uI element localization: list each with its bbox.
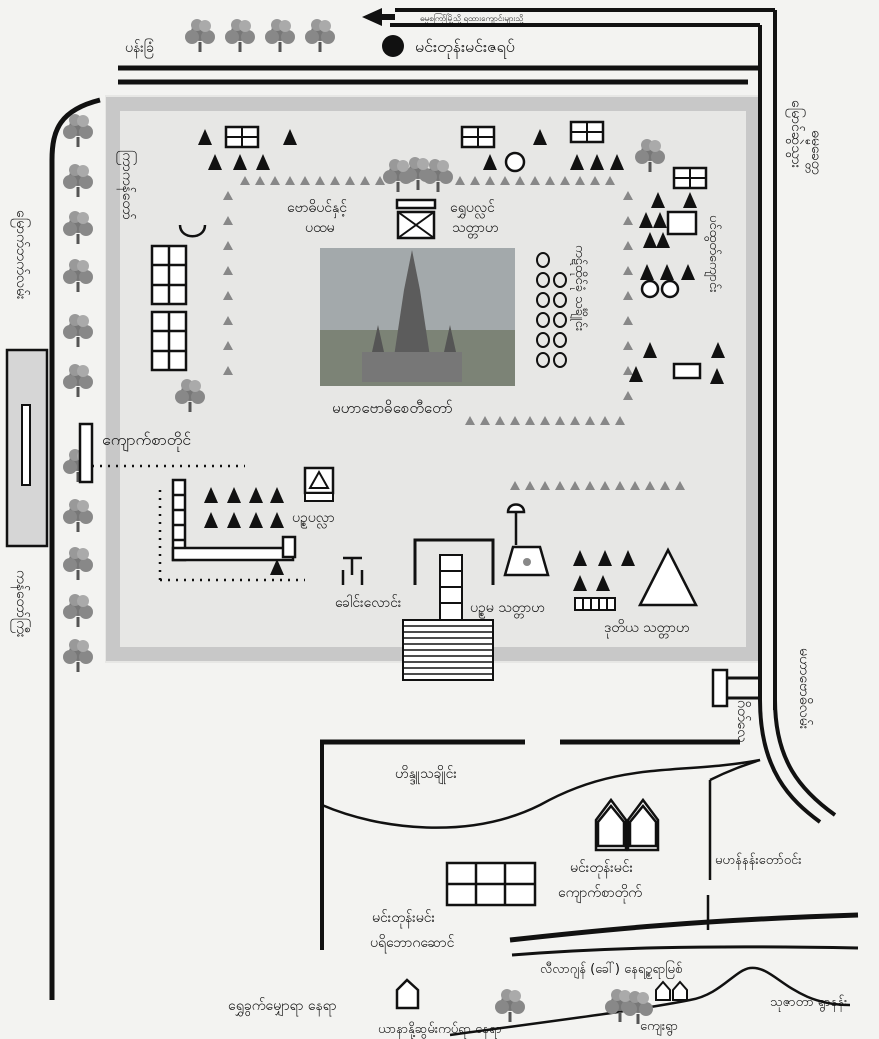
gate-label: ခေါင်းလောင်း — [335, 595, 402, 611]
gold-site-label: ရွှေခွက်မျှောရာ နေရာ — [228, 998, 337, 1016]
stupa-rings-column — [536, 252, 567, 368]
royal-residence-label: မင်းတုန်းမင်းဇရပ် — [415, 37, 515, 59]
first-week-label: ပဉ္စမ သတ္တာဟ — [470, 600, 545, 618]
village-houses — [655, 980, 688, 1001]
bodhi-west-label-b: ပထမ — [305, 220, 335, 236]
east-road-curve-in — [758, 699, 822, 824]
arrow-icon — [362, 8, 382, 26]
south-road-label: မဟာဗောဓိလမ်း — [796, 648, 812, 730]
bodhi-tree-throne — [383, 157, 453, 240]
right-vertical-label: ပင်ထွတ်ကျောင်း — [704, 215, 722, 293]
stupa-column-label: ကဋ်ထိုင်ခုံ သင်္ချိုင်း — [570, 245, 588, 331]
ancient-seat — [303, 466, 335, 502]
second-week-grid — [574, 597, 616, 611]
window-grid-large — [150, 244, 188, 372]
main-temple-label: မဟာဗောဓိစေတီတော် — [332, 399, 453, 417]
mahabodhi-temple-photo — [320, 248, 515, 386]
residence-dot-icon — [382, 35, 404, 57]
gold-site-label-b: ယာနာနို့ဆွမ်းကပ်ရာ နေရာ — [378, 1021, 502, 1039]
left-pond-label: ကြာကန်တော် — [117, 150, 136, 220]
l-shaped-walkway — [171, 478, 297, 562]
dotted-boundary — [92, 464, 305, 582]
river-bank-top — [509, 912, 859, 943]
river-bank-bottom — [511, 945, 859, 957]
east-curve-link — [709, 758, 761, 782]
mindon-hall-grid — [445, 861, 537, 907]
top-arrow-text: ဓမ္မစကြာ်မြို့သို့ ရထားကျောင်းများသို့ — [420, 13, 524, 25]
west-road — [49, 97, 101, 1000]
east-road-label-b: ဓမ္မခေတ္တ — [806, 130, 824, 175]
bodhi-west-label: ဗောဓိပင်နှင့် — [287, 200, 347, 218]
big-monastery-label: မဟန်နန်းတော်ဝင်း — [715, 852, 802, 870]
left-bottom-vertical-label: ကန်တော်ကြီး — [11, 570, 30, 638]
east-road-curve-out — [773, 699, 837, 817]
mindon-monastery-label: မင်းတုန်းမင်း — [570, 860, 634, 878]
mindon-monastery-houses — [594, 797, 660, 852]
hindu-cemetery-label: ဟိန္ဒူသချိုင်း — [395, 766, 457, 784]
west-building — [5, 348, 49, 548]
village-path — [449, 966, 851, 1037]
west-road-label: မြောက်ဘက်လမ်း — [11, 210, 30, 300]
shrine-windows — [178, 120, 708, 380]
bodhi-seat-label-b: သတ္တာဟ — [452, 220, 499, 238]
mindon-monastery-label-b: ကျောက်စာတိုက် — [558, 885, 642, 903]
east-road-label: မြောင်ဆွဲသွား — [786, 100, 805, 169]
second-week-label: ဒုတိယ သတ္တာဟ — [604, 620, 690, 638]
post-office-label: ပန်းခြံ — [125, 39, 154, 58]
rest-house-pillar — [78, 422, 94, 484]
bodhi-seat-label: ရွှေပလ္လင် — [450, 200, 495, 218]
sujata-village-label: သုဇာတာ ရွာနန်း — [770, 994, 847, 1012]
large-triangle-shrine — [637, 547, 699, 607]
lamp-shrine — [503, 503, 550, 577]
south-road-label-b: ဂိတ်လေ — [734, 700, 750, 742]
east-gate — [711, 668, 729, 708]
rest-house-label: ကျောက်စာတိုင် — [102, 430, 191, 452]
west-building-window — [21, 404, 31, 486]
village-label: ကျေးရွာ — [640, 1019, 678, 1036]
hindu-cemetery-edge — [321, 758, 761, 829]
bell-structure — [341, 556, 364, 585]
ancient-seat-label: ပဥ္စပလ္လာ — [292, 510, 335, 528]
mindon-hall-label: မင်းတုန်းမင်း — [372, 910, 436, 928]
jewel-walkway — [402, 538, 495, 681]
river-label: လီလာဂျန် (ခေါ်) နေရဉ္စရာမြစ် — [540, 960, 683, 979]
house-outline-icon — [395, 978, 420, 1010]
mindon-hall-label-b: ပရိဘောဂဆောင် — [370, 935, 455, 953]
